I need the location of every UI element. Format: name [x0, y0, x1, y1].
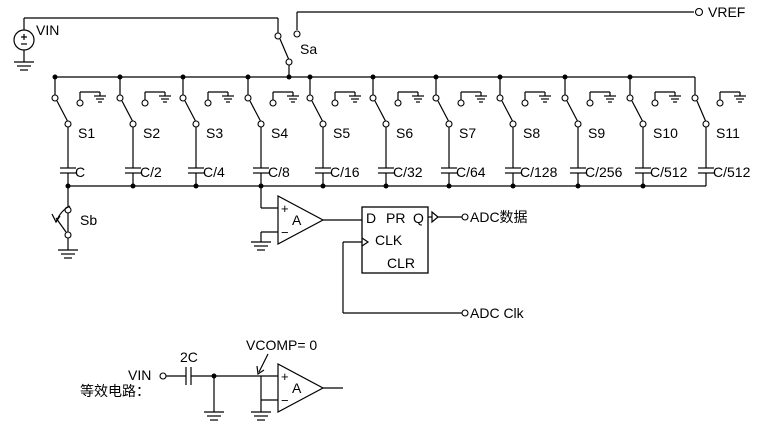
bit-cell-4: S4 C/8	[244, 74, 299, 189]
sa-label: Sa	[300, 41, 317, 57]
eq-comp-label-a: A	[292, 380, 302, 396]
vref-line: VREF	[296, 4, 745, 30]
vin-label: VIN	[36, 22, 59, 38]
switch-sa: Sa	[274, 18, 317, 77]
equivalent-circuit: VIN 等效电路： 2C VCOMP= 0 + − A	[80, 337, 343, 421]
switch-label-s7: S7	[459, 125, 476, 141]
comp-plus: +	[281, 201, 289, 216]
cap-label-c9: C/256	[585, 164, 623, 180]
ff-q-label: Q	[413, 210, 424, 226]
vref-label: VREF	[708, 4, 745, 20]
bit-cell-8: S8 C/128	[496, 74, 558, 189]
adc-data-label: ADC数据	[470, 209, 528, 225]
d-flip-flop: D PR Q CLK CLR ADC数据 ADC Clk	[342, 206, 528, 321]
adc-clk-label: ADC Clk	[470, 305, 525, 321]
eq-vin-label: VIN	[128, 367, 151, 383]
cap-label-c11: C/512	[713, 164, 751, 180]
eq-caption: 等效电路：	[80, 383, 150, 399]
bit-cell-5: S5 C/16	[306, 74, 361, 189]
bit-cell-10: S10 C/512	[626, 74, 688, 189]
vin-source: VIN	[13, 17, 278, 71]
cap-label-c6: C/32	[393, 164, 423, 180]
bit-cell-9: S9 C/256	[561, 74, 623, 189]
switch-label-s8: S8	[523, 125, 540, 141]
cap-label-c1: C	[75, 164, 85, 180]
cap-label-c10: C/512	[650, 164, 688, 180]
bit-cell-2: S2 C/2	[116, 74, 171, 189]
eq-comp-minus: −	[281, 393, 289, 408]
eq-cap-label: 2C	[180, 349, 198, 365]
switch-label-s5: S5	[333, 125, 350, 141]
switch-label-s1: S1	[78, 125, 95, 141]
bit-cell-3: S3 C/4	[179, 74, 234, 189]
comp-minus: −	[281, 225, 289, 240]
switch-label-s4: S4	[271, 125, 288, 141]
comparator-a: + − A	[251, 186, 362, 251]
bit-cell-1: S1 C	[51, 74, 106, 189]
ff-clr-label: CLR	[387, 255, 415, 271]
eq-comp-plus: +	[281, 369, 289, 384]
cap-label-c3: C/4	[203, 164, 225, 180]
sb-label: Sb	[80, 212, 97, 228]
switch-label-s3: S3	[206, 125, 223, 141]
switch-sb: Sb	[51, 186, 97, 259]
switch-label-s6: S6	[396, 125, 413, 141]
ff-pr-label: PR	[386, 210, 405, 226]
bit-cell-6: S6 C/32	[369, 74, 424, 189]
switch-label-s10: S10	[653, 125, 678, 141]
switch-label-s2: S2	[143, 125, 160, 141]
bit-cell-11: S11 C/512	[691, 77, 751, 186]
cap-label-c8: C/128	[520, 164, 558, 180]
ff-clk-label: CLK	[375, 232, 403, 248]
eq-vcomp-label: VCOMP= 0	[246, 337, 317, 353]
cap-label-c7: C/64	[456, 164, 486, 180]
switch-label-s9: S9	[588, 125, 605, 141]
cap-label-c4: C/8	[268, 164, 290, 180]
cap-label-c2: C/2	[140, 164, 162, 180]
switch-label-s11: S11	[716, 125, 740, 141]
comp-label-a: A	[292, 212, 302, 228]
bit-cell-7: S7 C/64	[432, 74, 487, 189]
cap-label-c5: C/16	[330, 164, 360, 180]
ff-d-label: D	[366, 210, 376, 226]
